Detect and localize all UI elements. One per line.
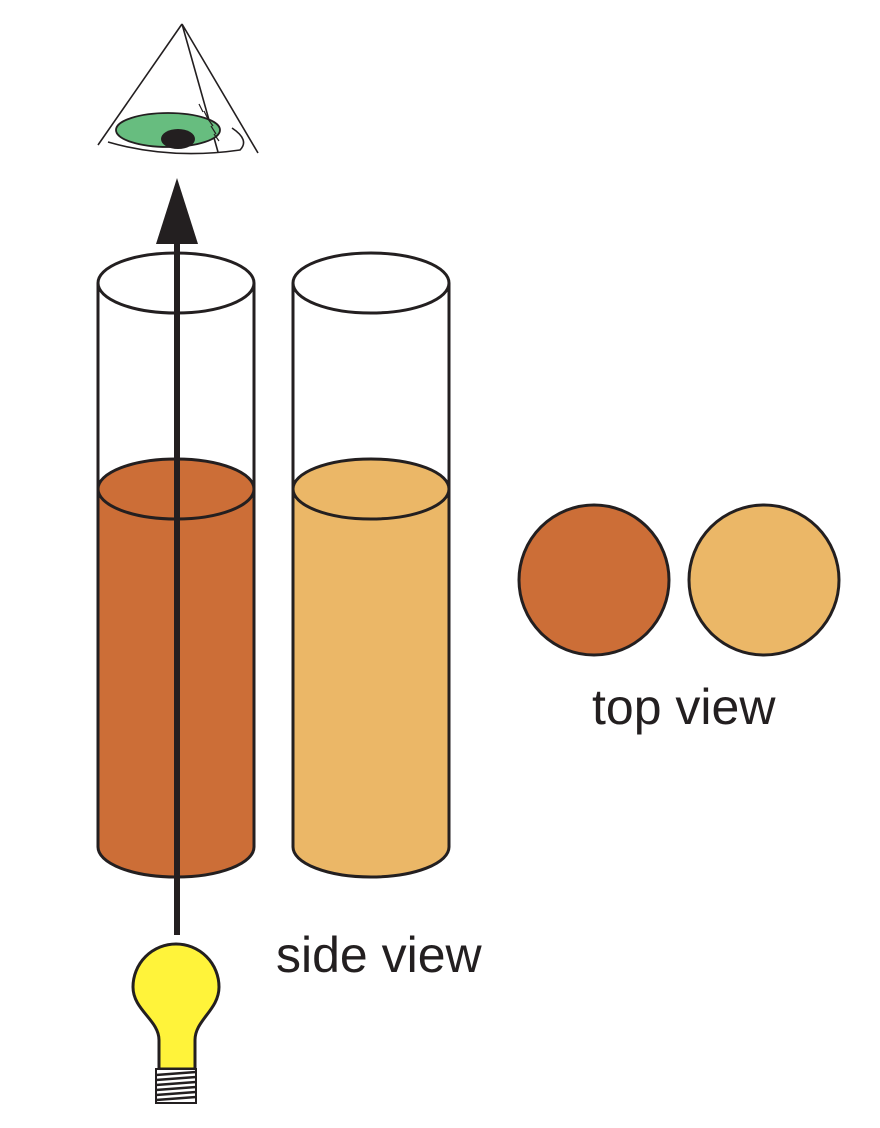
tube-light-liquid — [293, 489, 449, 877]
light-path-arrowhead — [156, 178, 198, 244]
eyelashes — [198, 103, 220, 142]
tube-light-rim — [291, 251, 451, 315]
top-view-label: top view — [592, 679, 776, 735]
top-view-dark-circle — [517, 503, 671, 657]
bulb-threads — [155, 1070, 197, 1102]
tube-light-wall — [291, 283, 451, 879]
test-tube-dark — [96, 251, 256, 879]
eye-pupil — [161, 129, 195, 149]
light-bulb-icon — [131, 942, 221, 1104]
arrow-up-icon — [156, 178, 198, 935]
eye-lid — [107, 127, 245, 155]
side-view-label: side view — [276, 927, 482, 983]
eye-icon — [97, 23, 259, 155]
test-tube-light — [291, 251, 451, 879]
tube-light-liquid-surface — [291, 457, 451, 521]
top-view — [517, 503, 841, 657]
top-view-light-circle — [687, 503, 841, 657]
bulb-glass — [131, 942, 221, 1071]
